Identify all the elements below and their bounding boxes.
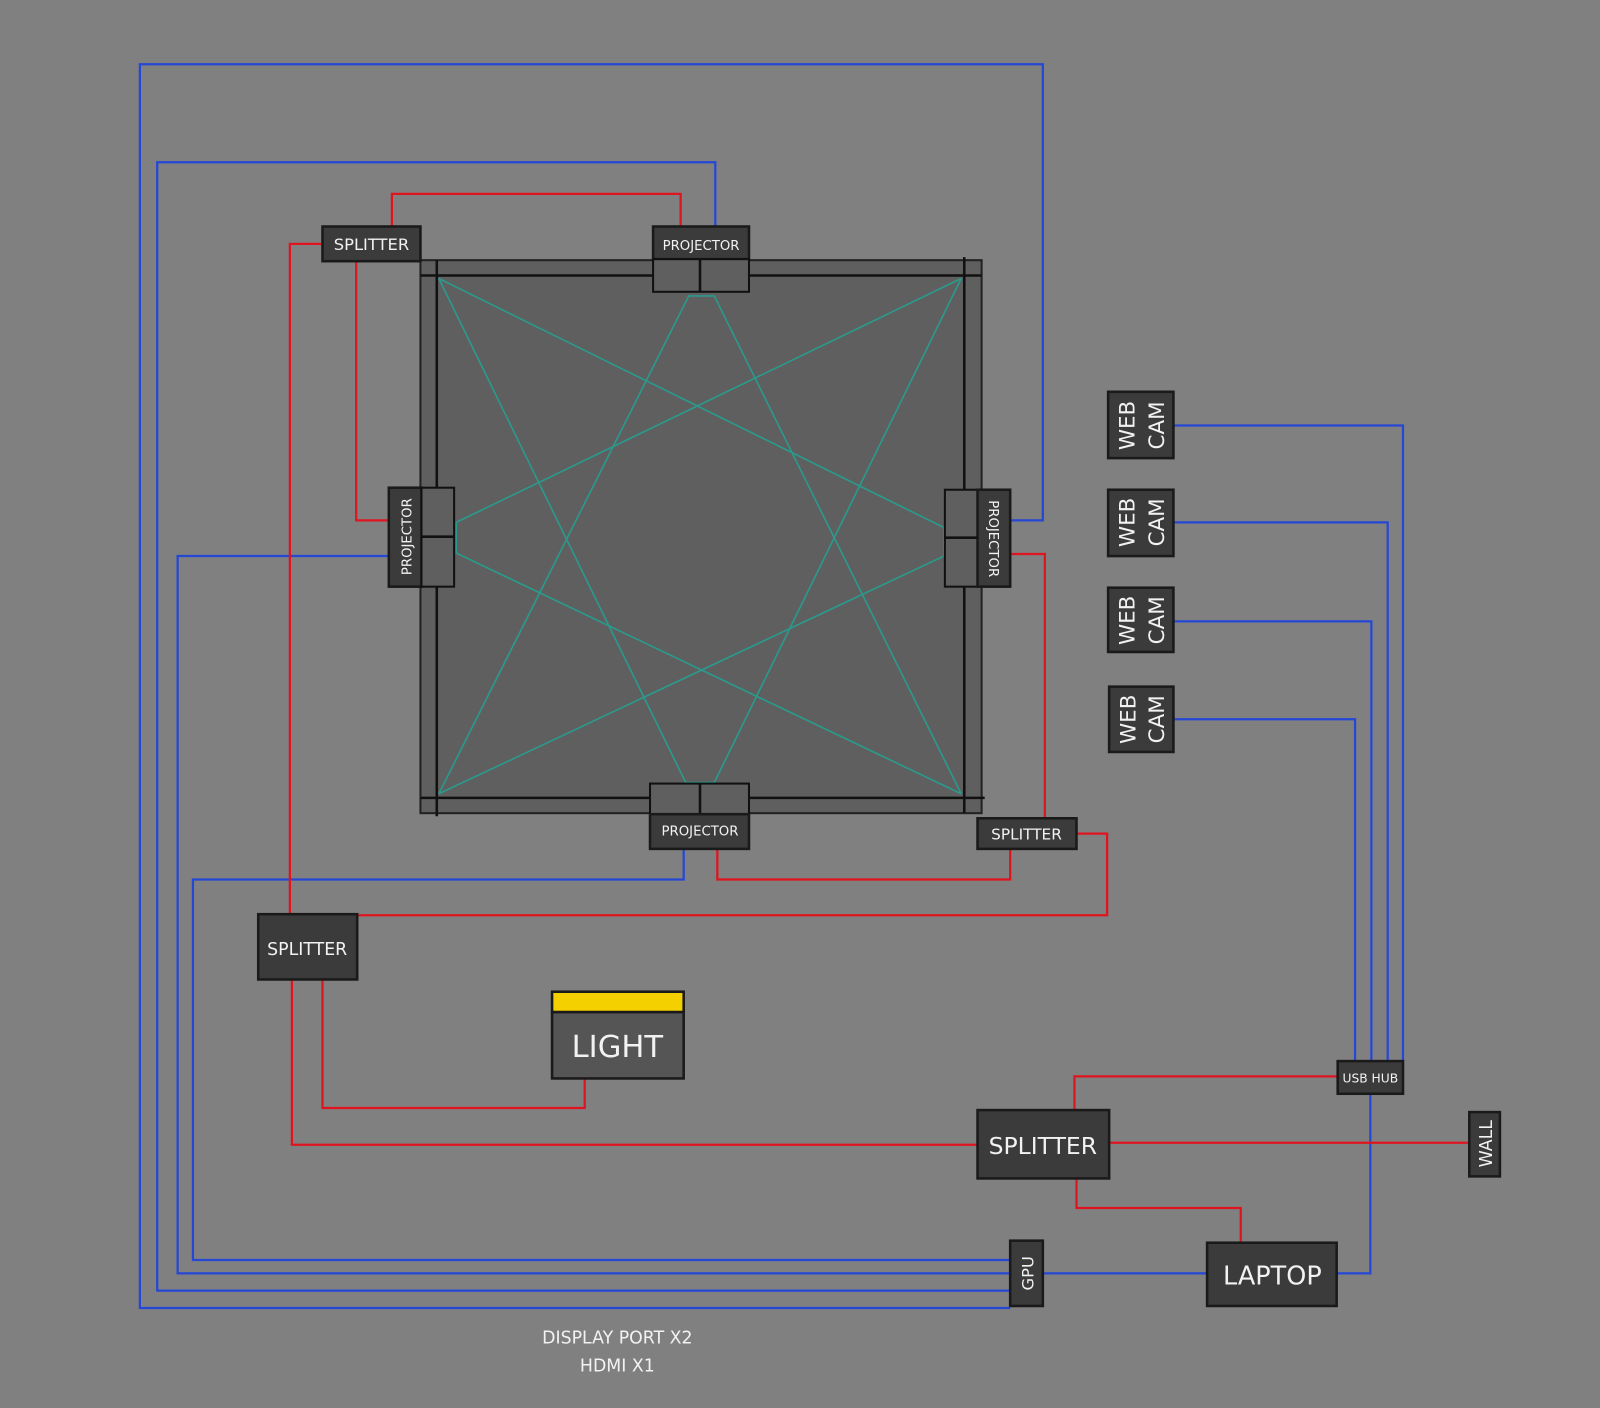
projector-top[interactable]: PROJECTOR bbox=[651, 225, 751, 293]
light-label: LIGHT bbox=[572, 1030, 664, 1065]
splitter-lower-left[interactable]: SPLITTER bbox=[256, 912, 359, 981]
gpu-label: GPU bbox=[1019, 1256, 1038, 1290]
data-cables bbox=[138, 63, 1405, 1310]
splitter-lower-left-label: SPLITTER bbox=[267, 940, 347, 960]
webcam-label: WEB bbox=[1117, 695, 1142, 744]
splitter-right[interactable]: SPLITTER bbox=[976, 816, 1078, 851]
projector-left[interactable]: PROJECTOR bbox=[387, 486, 456, 588]
gpu[interactable]: GPU bbox=[1008, 1239, 1045, 1308]
webcam-label: CAM bbox=[1145, 596, 1170, 644]
webcam-label: CAM bbox=[1145, 498, 1170, 546]
splitter-top-label: SPLITTER bbox=[334, 235, 409, 254]
webcam-label: CAM bbox=[1145, 401, 1170, 449]
usb-hub-label: USB HUB bbox=[1343, 1072, 1399, 1086]
webcam-1[interactable]: WEB CAM bbox=[1106, 390, 1175, 460]
note-line-2: HDMI X1 bbox=[580, 1356, 655, 1376]
splitter-main-label: SPLITTER bbox=[989, 1132, 1097, 1160]
projector-top-label: PROJECTOR bbox=[663, 239, 740, 254]
webcam-label: WEB bbox=[1116, 596, 1141, 645]
usb-hub[interactable]: USB HUB bbox=[1336, 1059, 1405, 1096]
power-cables bbox=[288, 192, 1470, 1243]
webcam-label: CAM bbox=[1145, 695, 1170, 743]
projector-bottom[interactable]: PROJECTOR bbox=[648, 782, 751, 851]
projection-screen bbox=[419, 257, 985, 817]
projector-left-label: PROJECTOR bbox=[400, 498, 415, 575]
webcam-4[interactable]: WEB CAM bbox=[1107, 685, 1175, 754]
webcam-label: WEB bbox=[1116, 498, 1141, 547]
light[interactable]: LIGHT bbox=[550, 990, 685, 1080]
laptop[interactable]: LAPTOP bbox=[1205, 1241, 1338, 1308]
wall-outlet[interactable]: WALL bbox=[1468, 1110, 1502, 1178]
projector-right-label: PROJECTOR bbox=[985, 500, 1000, 577]
webcam-3[interactable]: WEB CAM bbox=[1106, 586, 1175, 654]
note-line-1: DISPLAY PORT X2 bbox=[542, 1329, 692, 1349]
splitter-top[interactable]: SPLITTER bbox=[321, 225, 422, 263]
splitter-main[interactable]: SPLITTER bbox=[976, 1108, 1111, 1180]
webcam-2[interactable]: WEB CAM bbox=[1106, 488, 1175, 558]
webcam-label: WEB bbox=[1116, 401, 1141, 450]
projector-bottom-label: PROJECTOR bbox=[662, 825, 739, 840]
projector-right[interactable]: PROJECTOR bbox=[943, 488, 1012, 588]
laptop-label: LAPTOP bbox=[1223, 1262, 1322, 1292]
wall-label: WALL bbox=[1477, 1120, 1497, 1168]
splitter-right-label: SPLITTER bbox=[991, 826, 1062, 844]
